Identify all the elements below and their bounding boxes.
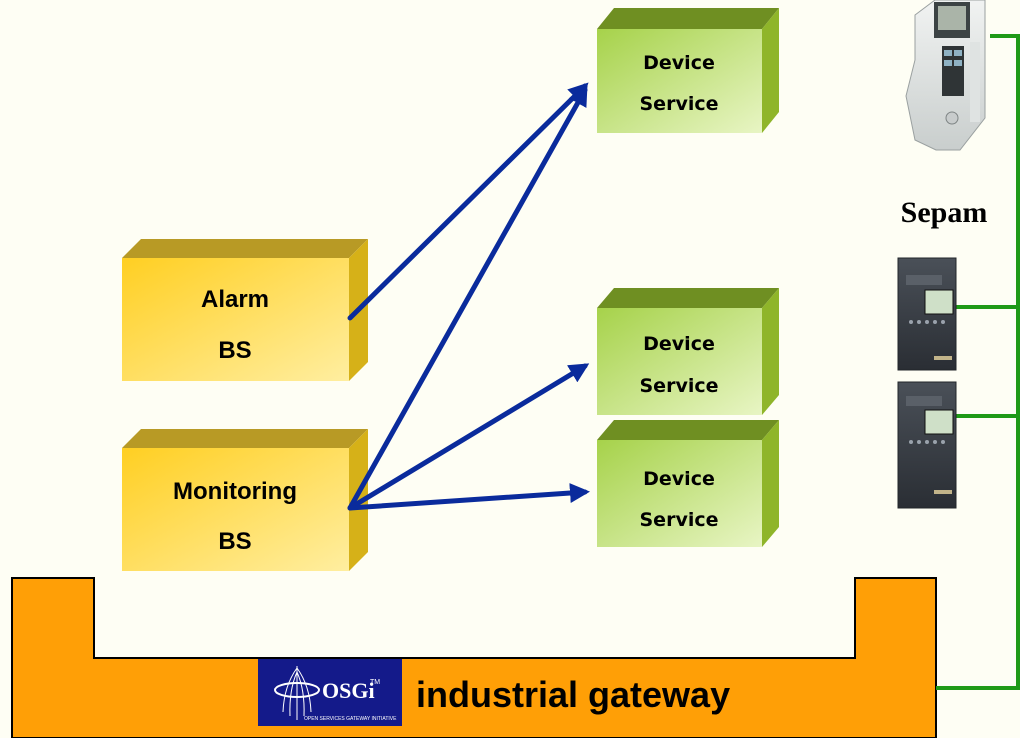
device-service-1-line1: Device: [643, 52, 715, 74]
device-service-1: Device Service: [597, 8, 779, 133]
alarm-bs-box: Alarm BS: [122, 239, 368, 381]
sepam-label: Sepam: [901, 196, 988, 229]
alarm-bs-line2: BS: [218, 337, 251, 364]
circuit-breaker-device-image: [905, 0, 986, 151]
osgi-trademark: TM: [370, 679, 380, 686]
service-arrows: [347, 82, 590, 511]
device-service-3-line1: Device: [643, 468, 715, 490]
device-service-3-line2: Service: [640, 509, 719, 531]
arrow-monitoring-to-device-3: [347, 483, 590, 511]
osgi-subtitle: OPEN SERVICES GATEWAY INITIATIVE: [304, 716, 397, 722]
sepam-device-image-1: [897, 257, 957, 371]
arrow-alarm-to-device-1: [347, 82, 589, 321]
communication-bus: [936, 34, 1020, 690]
monitoring-bs-line2: BS: [218, 528, 251, 555]
device-service-1-line2: Service: [640, 93, 719, 115]
arrow-monitoring-to-device-1: [347, 85, 588, 511]
device-service-2: Device Service: [597, 288, 779, 415]
monitoring-bs-line1: Monitoring: [173, 478, 297, 505]
osgi-wordmark: OSGi: [322, 678, 375, 703]
alarm-bs-line1: Alarm: [201, 286, 269, 313]
monitoring-bs-box: Monitoring BS: [122, 429, 368, 571]
device-service-2-line2: Service: [640, 375, 719, 397]
sepam-device-image-2: [897, 381, 957, 509]
osgi-logo: OSGi TM OPEN SERVICES GATEWAY INITIATIVE: [258, 659, 402, 726]
arrow-monitoring-to-device-2: [347, 363, 590, 511]
device-service-3: Device Service: [597, 420, 779, 547]
industrial-gateway: [11, 577, 937, 738]
gateway-label: industrial gateway: [416, 674, 730, 715]
device-service-2-line1: Device: [643, 333, 715, 355]
